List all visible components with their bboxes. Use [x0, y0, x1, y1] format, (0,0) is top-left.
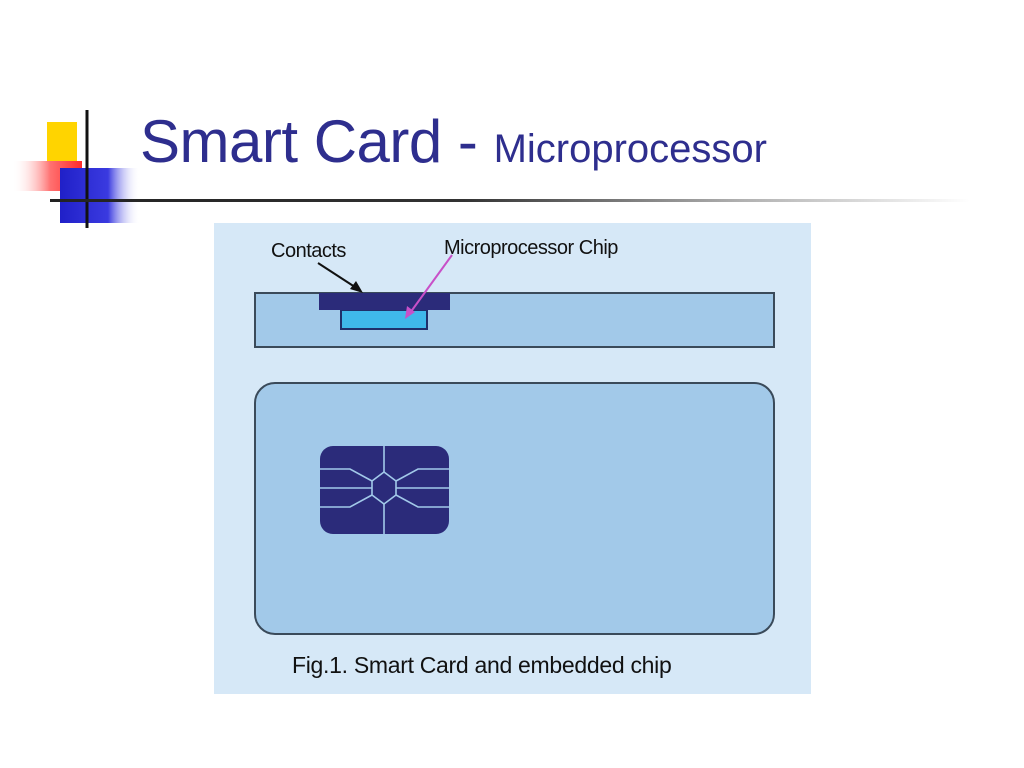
card-front-view: [254, 382, 775, 635]
title-underline: [50, 199, 970, 202]
contact-pad-side: [319, 293, 450, 310]
chip-contact-lines: [320, 446, 449, 534]
logo-blue-bar: [60, 168, 140, 223]
contacts-pointer-arrowhead: [350, 281, 363, 293]
logo-yellow-square: [47, 122, 77, 162]
smart-card-diagram: [254, 254, 775, 635]
title-subtitle-text: Microprocessor: [493, 127, 767, 171]
slide-corner-logo: [12, 110, 140, 228]
smart-card-figure: Contacts Microprocessor Chip Fig.1. Smar…: [214, 223, 811, 694]
figure-caption: Fig.1. Smart Card and embedded chip: [292, 652, 672, 678]
contacts-label: Contacts: [271, 240, 346, 262]
chip-contact-pad-body: [320, 446, 449, 534]
chip-pointer-line: [409, 254, 453, 314]
chip-contact-pad: [320, 446, 449, 534]
chip-pointer-arrowhead: [405, 306, 415, 319]
contacts-pointer-line: [317, 262, 359, 290]
page-title: Smart Card - Microprocessor: [140, 112, 767, 172]
microprocessor-chip: [340, 309, 428, 330]
title-main-text: Smart Card -: [140, 108, 494, 175]
microprocessor-chip-label: Microprocessor Chip: [444, 237, 618, 259]
